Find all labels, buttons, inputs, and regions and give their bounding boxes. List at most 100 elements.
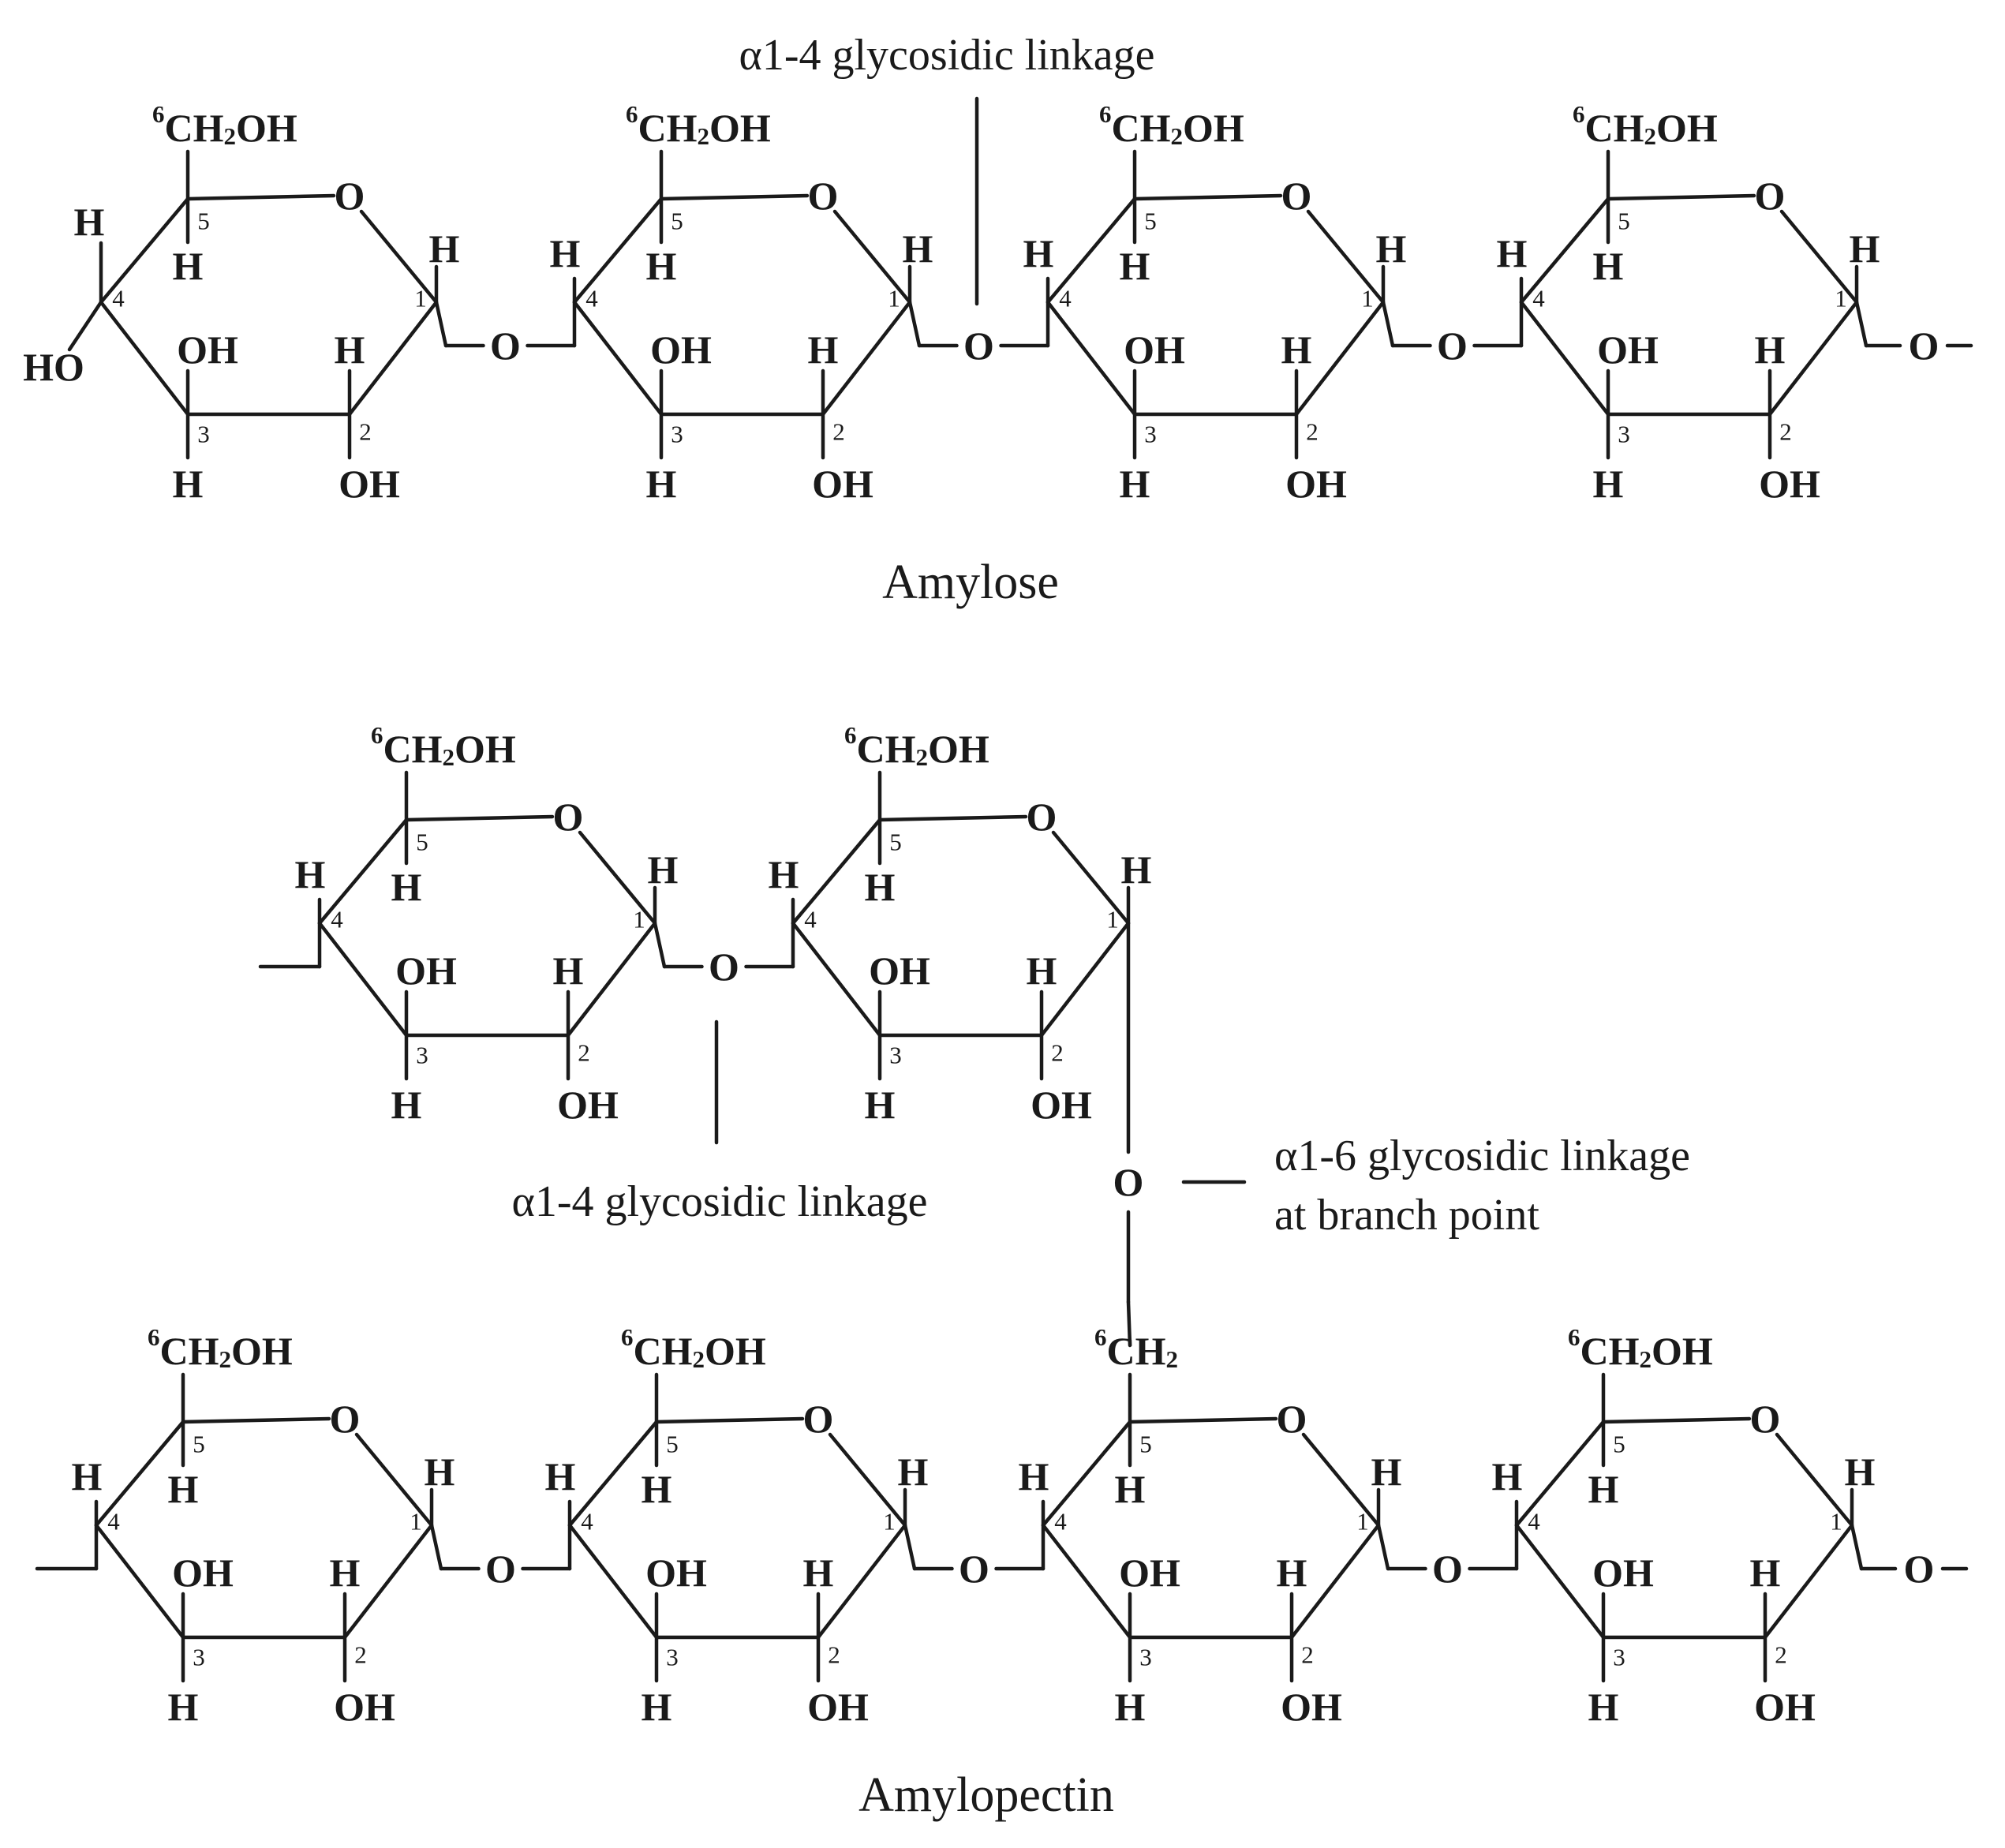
branch-ring-2-ring-oxygen: O <box>1027 795 1057 839</box>
branch-ring-1-num-4: 4 <box>331 906 343 933</box>
main-ring-4-num-5: 5 <box>1613 1431 1625 1458</box>
amylose-ring-1-h-c2: H <box>335 327 365 372</box>
main-ring-3-ch2-group-part: 2 <box>1166 1345 1179 1373</box>
main-ring-4-oh-c3: OH <box>1592 1551 1654 1595</box>
amylopectin-branch-chain: O6CH2OHH5H1HOH2OHH34HO6CH2OHH5H1HOH2OHH3… <box>258 721 1152 1348</box>
amylose-ring-1-c4-left <box>67 300 103 352</box>
main-ring-1-ch2oh-group-part: 6 <box>148 1323 160 1351</box>
amylose-ring-4-num-4: 4 <box>1532 285 1545 312</box>
amylose-a14-link-3-oxygen: O <box>1437 324 1468 368</box>
main-ring-4-h-c1: H <box>1845 1450 1876 1494</box>
amylose-ring-4-h-c4: H <box>1497 231 1528 275</box>
branch-ring-2-h-c4: H <box>769 852 799 896</box>
amylose-ring-2-oh-c2: OH <box>812 462 873 506</box>
main-ring-3-num-5: 5 <box>1139 1431 1152 1458</box>
main-ring-1-oh-c2: OH <box>334 1685 395 1729</box>
main-a14-link-1-bond-a <box>429 1523 443 1571</box>
amylose-ring-1-num-2: 2 <box>359 418 372 446</box>
amylose-ring-4-oh-c2: OH <box>1759 462 1820 506</box>
amylopectin-main-chain: O6CH2OHH5H1HOH2OHH34HO6CH2OHH5H1HOH2OHH3… <box>35 1323 1969 1729</box>
amylose-ring-4-oh-c3: OH <box>1597 327 1659 372</box>
main-ring-1-h-c1: H <box>425 1450 455 1494</box>
amylose-ring-2-num-5: 5 <box>671 208 683 235</box>
amylose-ring-4-ch2oh-group-part: 6 <box>1573 100 1585 128</box>
main-ring-1-ch2oh-group-part: OH <box>231 1329 293 1373</box>
amylose-ring-3-ch2oh-group-part: 2 <box>1171 122 1184 150</box>
amylose-ring-3-num-1: 1 <box>1361 285 1374 312</box>
amylose-ring-1-num-5: 5 <box>197 208 210 235</box>
main-ring-3-oh-c2: OH <box>1281 1685 1342 1729</box>
branch-ring-2-num-5: 5 <box>889 829 902 856</box>
amylose-ring-3-h-c1: H <box>1376 226 1407 271</box>
amylose-ring-4-num-3: 3 <box>1618 421 1630 448</box>
main-ring-3-ring-bond <box>1041 1416 1278 1528</box>
main-ring-3-h-c5: H <box>1115 1467 1146 1511</box>
branch-ring-1-h-c2: H <box>553 948 584 993</box>
amylose-a14-link-2-oxygen: O <box>963 324 994 368</box>
branch-ring-1-oh-c3: OH <box>395 948 457 993</box>
amylose-ring-2-ring-bond <box>572 193 810 305</box>
branch-a14-link-oxygen: O <box>709 945 739 989</box>
amylose-ring-2-num-1: 1 <box>888 285 900 312</box>
main-ring-4-num-2: 2 <box>1775 1641 1787 1669</box>
main-ring-2-h-c1: H <box>898 1450 929 1494</box>
main-end-oxygen: O <box>1904 1547 1935 1591</box>
main-ring-4-ch2oh-group-part: 6 <box>1568 1323 1580 1351</box>
branch-a14-link-bond-a <box>653 921 667 969</box>
main-ring-2-h-c2: H <box>803 1551 834 1595</box>
main-ring-2-oh-c3: OH <box>645 1551 707 1595</box>
amylose-ring-4-h-c3: H <box>1593 462 1624 506</box>
amylose-ring-3-ch2oh-group-part: OH <box>1183 106 1244 150</box>
main-ring-2-num-2: 2 <box>828 1641 840 1669</box>
main-ring-4-ch2oh-group-part: OH <box>1652 1329 1713 1373</box>
branch-ring-2-ch2oh-group-part: 2 <box>916 743 929 771</box>
main-ring-4-num-1: 1 <box>1830 1508 1842 1536</box>
main-ring-4-h-c2: H <box>1750 1551 1781 1595</box>
main-ring-4-ch2oh-group-part: 2 <box>1640 1345 1652 1373</box>
amylose-ring-3-h-c3: H <box>1120 462 1150 506</box>
amylose-ring-2-h-c4: H <box>550 231 581 275</box>
amylose-ring-2-h-c3: H <box>646 462 677 506</box>
amylose-ring-4-h-c5: H <box>1593 244 1624 288</box>
main-ring-2-h-c5: H <box>642 1467 672 1511</box>
main-ring-3-ring-oxygen: O <box>1277 1397 1307 1441</box>
amylose-a14-link-2-bond-a <box>907 300 922 348</box>
amylose-ring-2-num-2: 2 <box>832 418 845 446</box>
main-ring-2-ch2oh-group-part: CH <box>634 1329 693 1373</box>
amylose-ring-1-h-c1: H <box>429 226 460 271</box>
main-ring-3-num-1: 1 <box>1356 1508 1369 1536</box>
branch-ring-1-h-c5: H <box>391 865 422 909</box>
main-ring-4-ch2oh-group: 6CH2OH <box>1568 1323 1713 1374</box>
main-ring-4-h-c3: H <box>1588 1685 1619 1729</box>
main-ring-1-ch2oh-group: 6CH2OH <box>148 1323 293 1374</box>
amylose-ring-4-h-c1: H <box>1850 226 1880 271</box>
main-ring-3-num-4: 4 <box>1054 1508 1067 1536</box>
main-ring-1-ch2oh-group-part: CH <box>160 1329 219 1373</box>
main-ring-3-ch2-group-part: CH <box>1107 1329 1166 1373</box>
amylose-ring-3-ch2oh-group-part: 6 <box>1099 100 1112 128</box>
main-ring-1-h-c3: H <box>168 1685 199 1729</box>
amylose-ring-1-ch2oh-group-part: 2 <box>224 122 237 150</box>
amylose-title: Amylose <box>882 556 1059 609</box>
main-ring-4-ch2oh-group-part: CH <box>1580 1329 1640 1373</box>
branch-ring-2-ch2oh-group-part: OH <box>928 727 989 771</box>
main-ring-4-num-4: 4 <box>1528 1508 1540 1536</box>
amylose-ring-1-ring-oxygen: O <box>335 174 365 218</box>
main-ring-4-ring-oxygen: O <box>1750 1397 1781 1441</box>
branch-ring-2-num-3: 3 <box>889 1042 902 1069</box>
amylose-ring-1-ho-c4: HO <box>23 345 84 389</box>
main-ring-3-h-c2: H <box>1277 1551 1307 1595</box>
branch-ring-2-h-c1: H <box>1121 847 1152 892</box>
branch-ring-1-h-c3: H <box>391 1083 422 1127</box>
main-ring-4-ring-bond <box>1514 1416 1752 1528</box>
main-ring-2-num-4: 4 <box>581 1508 593 1536</box>
branch-ring-2-ch2oh-group-part: 6 <box>844 721 857 749</box>
branch-ring-1-num-5: 5 <box>416 829 428 856</box>
branch-ring-1-ring-bond <box>317 814 555 926</box>
amylose-ring-1-num-4: 4 <box>112 285 125 312</box>
amylose-ring-4-ch2oh-group-part: CH <box>1585 106 1644 150</box>
branch-ring-2-oh-c2: OH <box>1031 1083 1092 1127</box>
amylose-ring-3-h-c2: H <box>1281 327 1312 372</box>
branch-ring-2-ch2oh-group: 6CH2OH <box>844 721 989 772</box>
main-ring-2-ch2oh-group: 6CH2OH <box>621 1323 766 1374</box>
